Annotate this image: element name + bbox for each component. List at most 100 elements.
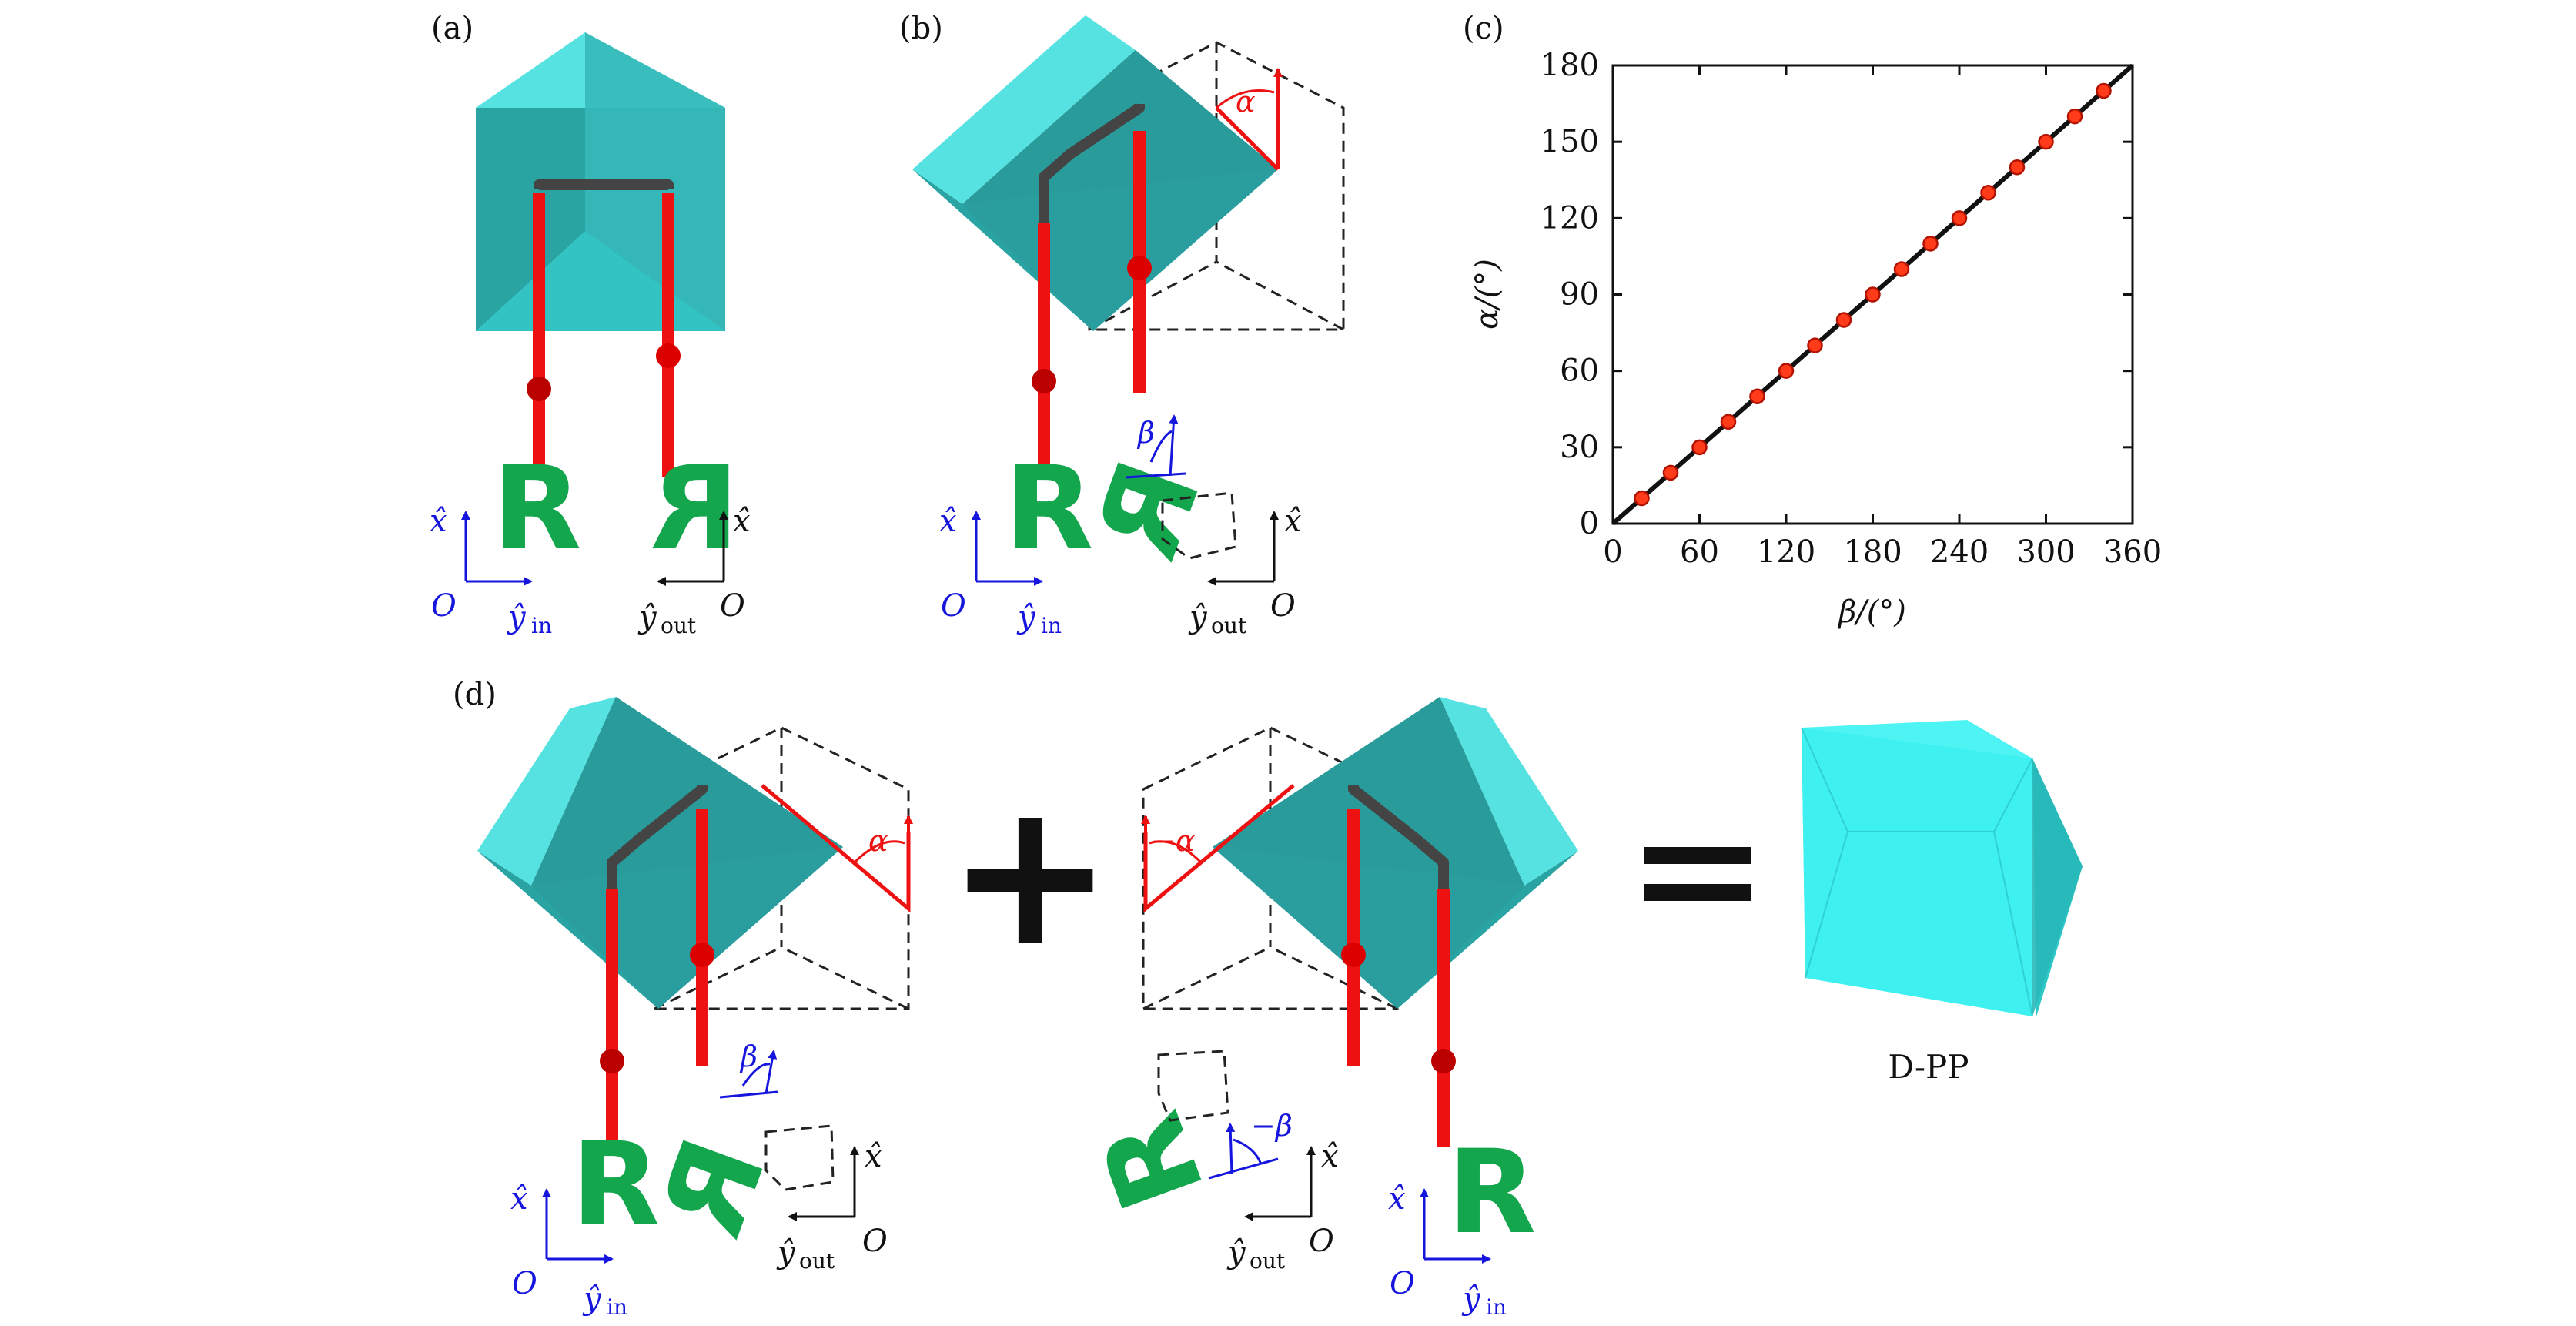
svg-text:ŷ: ŷ bbox=[637, 600, 657, 635]
panel-a: (a) R R x̂ O ŷ in x̂ O ŷ bbox=[430, 11, 751, 638]
svg-text:ŷ: ŷ bbox=[582, 1281, 602, 1317]
panel-d: (d) α R R bbox=[453, 677, 2083, 1320]
x-tick-label: 360 bbox=[2103, 534, 2162, 570]
data-point bbox=[1720, 414, 1737, 430]
data-point bbox=[1778, 363, 1795, 379]
data-point bbox=[1691, 439, 1708, 456]
letter-r-mirrored-a: R bbox=[650, 442, 739, 576]
panel-b: (b) α R R bbox=[899, 11, 1345, 638]
y-tick-label: 150 bbox=[1541, 124, 1599, 159]
x-tick-label: 60 bbox=[1680, 534, 1719, 570]
dpp-label: D-PP bbox=[1888, 1048, 1969, 1086]
dpp-prism bbox=[1801, 720, 2083, 1017]
equals-sign bbox=[1644, 847, 1751, 901]
panel-c-label: (c) bbox=[1463, 11, 1504, 46]
x-tick-label: 0 bbox=[1603, 534, 1622, 570]
neg-beta-label-d: −β bbox=[1251, 1109, 1293, 1143]
letter-r-input-d-left: R bbox=[571, 1118, 661, 1252]
waveguide-b bbox=[1032, 102, 1152, 474]
data-point bbox=[1634, 490, 1650, 507]
x-tick-label: 240 bbox=[1930, 534, 1989, 570]
plus-sign: + bbox=[946, 758, 1114, 991]
svg-text:in: in bbox=[1486, 1294, 1507, 1320]
svg-text:O: O bbox=[862, 1224, 888, 1259]
svg-text:out: out bbox=[661, 613, 697, 638]
input-axes-d-left: x̂ O ŷ in bbox=[510, 1181, 627, 1320]
svg-text:x̂: x̂ bbox=[510, 1181, 528, 1217]
data-point bbox=[1893, 261, 1910, 277]
data-point bbox=[1662, 464, 1679, 481]
alpha-label-d: α bbox=[868, 824, 888, 858]
y-tick-label: 180 bbox=[1541, 48, 1599, 83]
svg-text:x̂: x̂ bbox=[1321, 1139, 1339, 1174]
svg-text:ŷ: ŷ bbox=[1188, 600, 1208, 635]
chart-marks bbox=[1611, 63, 2134, 526]
beta-label-d-left: β bbox=[739, 1040, 758, 1073]
rotated-r-b: R β bbox=[1071, 414, 1237, 574]
svg-text:ŷ: ŷ bbox=[1016, 600, 1036, 635]
y-tick-label: 60 bbox=[1560, 353, 1599, 389]
rotated-r-d-left: R β bbox=[636, 1040, 835, 1252]
y-tick-label: 120 bbox=[1541, 200, 1599, 236]
waveguide-a bbox=[527, 179, 681, 477]
svg-text:x̂: x̂ bbox=[939, 504, 957, 539]
output-axes-d-right: x̂ O ŷ out bbox=[1226, 1139, 1339, 1274]
panel-a-label: (a) bbox=[431, 11, 473, 46]
data-point bbox=[2096, 82, 2112, 99]
letter-r-input-a: R bbox=[493, 442, 582, 576]
svg-text:x̂: x̂ bbox=[1388, 1181, 1406, 1217]
output-axes-d-left: x̂ O ŷ out bbox=[776, 1139, 888, 1274]
rotated-r-d-right: R −β bbox=[1075, 1050, 1293, 1226]
data-point bbox=[1865, 286, 1881, 303]
svg-text:x̂: x̂ bbox=[733, 504, 751, 539]
x-axis-label: β/(°) bbox=[1837, 594, 1906, 630]
dashed-r-outline-b bbox=[1161, 491, 1237, 560]
rotated-prism-d-right bbox=[1213, 697, 1578, 1009]
svg-text:in: in bbox=[531, 613, 552, 638]
data-point bbox=[1922, 236, 1939, 252]
data-point bbox=[1807, 337, 1823, 353]
beta-label-b: β bbox=[1136, 416, 1155, 450]
y-tick-label: 90 bbox=[1560, 277, 1599, 313]
data-point bbox=[2066, 108, 2083, 125]
rotated-prism-b bbox=[912, 15, 1278, 331]
svg-text:in: in bbox=[607, 1294, 627, 1320]
data-point bbox=[2038, 133, 2054, 150]
svg-text:O: O bbox=[720, 588, 745, 624]
waveguide-d-right bbox=[1341, 784, 1456, 1147]
data-point bbox=[1749, 388, 1765, 404]
svg-text:ŷ: ŷ bbox=[1226, 1235, 1246, 1271]
svg-text:out: out bbox=[1211, 613, 1247, 638]
angle-alpha-b: α bbox=[1215, 68, 1283, 171]
x-tick-label: 300 bbox=[2016, 534, 2075, 570]
rotated-prism-d-left bbox=[477, 697, 843, 1009]
svg-text:O: O bbox=[512, 1266, 537, 1301]
alpha-label-b: α bbox=[1236, 85, 1256, 119]
data-point bbox=[2009, 159, 2026, 176]
data-point bbox=[1835, 312, 1852, 328]
output-axes-a: x̂ O ŷ out bbox=[637, 504, 751, 638]
svg-text:ŷ: ŷ bbox=[776, 1235, 796, 1271]
svg-text:O: O bbox=[941, 588, 966, 624]
y-axis-label: α/(°) bbox=[1470, 259, 1505, 330]
svg-text:O: O bbox=[1270, 588, 1296, 624]
output-axes-b: x̂ O ŷ out bbox=[1188, 504, 1302, 638]
svg-text:x̂: x̂ bbox=[1284, 504, 1302, 539]
input-axes-b: x̂ O ŷ in bbox=[939, 504, 1062, 638]
svg-text:x̂: x̂ bbox=[430, 504, 447, 539]
input-axes-d-right: x̂ O ŷ in bbox=[1388, 1181, 1507, 1320]
svg-text:out: out bbox=[1250, 1248, 1286, 1274]
svg-text:O: O bbox=[1390, 1266, 1415, 1301]
svg-text:ŷ: ŷ bbox=[1461, 1281, 1481, 1317]
waveguide-d-left bbox=[600, 784, 714, 1147]
letter-r-input-b: R bbox=[1005, 442, 1094, 576]
svg-text:in: in bbox=[1041, 613, 1062, 638]
neg-alpha-label-d: −α bbox=[1151, 824, 1196, 858]
angle-alpha-d-right: −α bbox=[1141, 784, 1295, 913]
input-axes-a: x̂ O ŷ in bbox=[430, 504, 552, 638]
y-tick-label: 30 bbox=[1560, 430, 1599, 465]
